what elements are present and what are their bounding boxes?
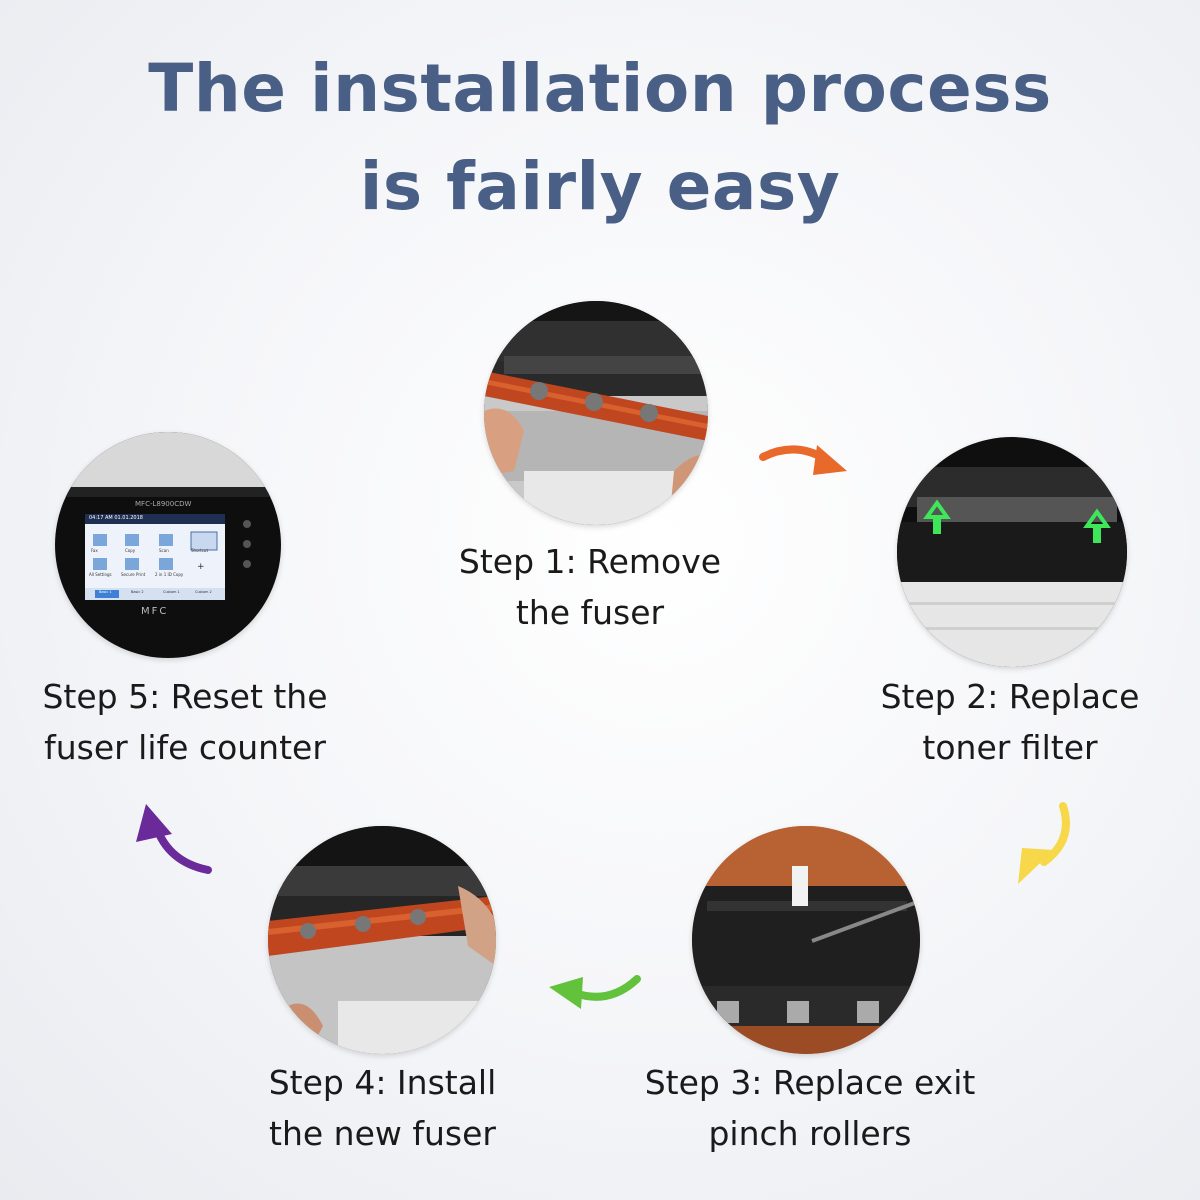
tile-shortcut: Shortcut — [191, 548, 209, 553]
title-line-2: is fairly easy — [359, 148, 841, 225]
curved-arrow-icon-step4-to-step5 — [136, 804, 212, 874]
tile-scan: Scan — [159, 548, 169, 553]
arrow-1-head — [813, 445, 847, 475]
title-line-1: The installation process — [148, 50, 1052, 127]
step-1-line-2: the fuser — [515, 593, 665, 632]
step-5-photo: MFC-L8900CDW 04:17 AM 01.01.2018 Fax Cop… — [55, 432, 281, 658]
tile-fax: Fax — [91, 548, 98, 553]
page-title: The installation process is fairly easy — [0, 40, 1200, 236]
tile-secure-print: Secure Print — [121, 572, 146, 577]
screen-status-text: 04:17 AM 01.01.2018 — [89, 515, 143, 521]
tab-custom-1: Custom 1 — [163, 590, 180, 594]
step-1-photo — [484, 301, 708, 525]
curved-arrow-icon-step1-to-step2 — [759, 445, 847, 475]
step-2-photo — [897, 437, 1127, 667]
tab-custom-2: Custom 2 — [195, 590, 212, 594]
step-2-caption: Step 2: Replace toner filter — [850, 671, 1170, 773]
arrow-4-head — [136, 804, 172, 842]
printer-model-label: MFC-L8900CDW — [135, 500, 192, 508]
touchscreen — [85, 514, 225, 600]
step-2-line-1: Step 2: Replace — [880, 677, 1140, 716]
step-4-line-2: the new fuser — [269, 1114, 496, 1153]
step-3-caption: Step 3: Replace exit pinch rollers — [600, 1057, 1020, 1159]
curved-arrow-icon-step3-to-step4 — [549, 975, 641, 1009]
step-4-line-1: Step 4: Install — [268, 1063, 497, 1102]
up-arrow-icon — [923, 499, 1111, 543]
step-2-line-2: toner filter — [922, 728, 1098, 767]
arrow-2-shaft — [1040, 802, 1070, 866]
step-4-caption: Step 4: Install the new fuser — [220, 1057, 545, 1159]
step-3-photo — [692, 826, 920, 1054]
tile-add: + — [197, 562, 205, 572]
step-1-line-1: Step 1: Remove — [458, 542, 722, 581]
printer-brand-label: MFC — [141, 606, 169, 617]
curved-arrow-icon-step2-to-step3 — [1018, 802, 1070, 884]
step-3-line-2: pinch rollers — [708, 1114, 912, 1153]
step-4-photo — [268, 826, 496, 1054]
step-5-line-1: Step 5: Reset the — [42, 677, 328, 716]
step-3-line-1: Step 3: Replace exit — [644, 1063, 976, 1102]
step-5-caption: Step 5: Reset the fuser life counter — [10, 671, 360, 773]
tile-id-copy: 2 in 1 ID Copy — [155, 572, 184, 577]
arrow-3-shaft — [571, 975, 641, 1001]
step-5-line-2: fuser life counter — [44, 728, 326, 767]
tab-basic-2: Basic 2 — [131, 590, 144, 594]
tile-all-settings: All Settings — [89, 572, 112, 577]
arrow-2-head — [1018, 848, 1054, 884]
arrow-3-head — [549, 977, 583, 1009]
tab-basic-1: Basic 1 — [99, 590, 112, 594]
step-1-caption: Step 1: Remove the fuser — [420, 536, 760, 638]
tile-copy: Copy — [125, 548, 136, 553]
